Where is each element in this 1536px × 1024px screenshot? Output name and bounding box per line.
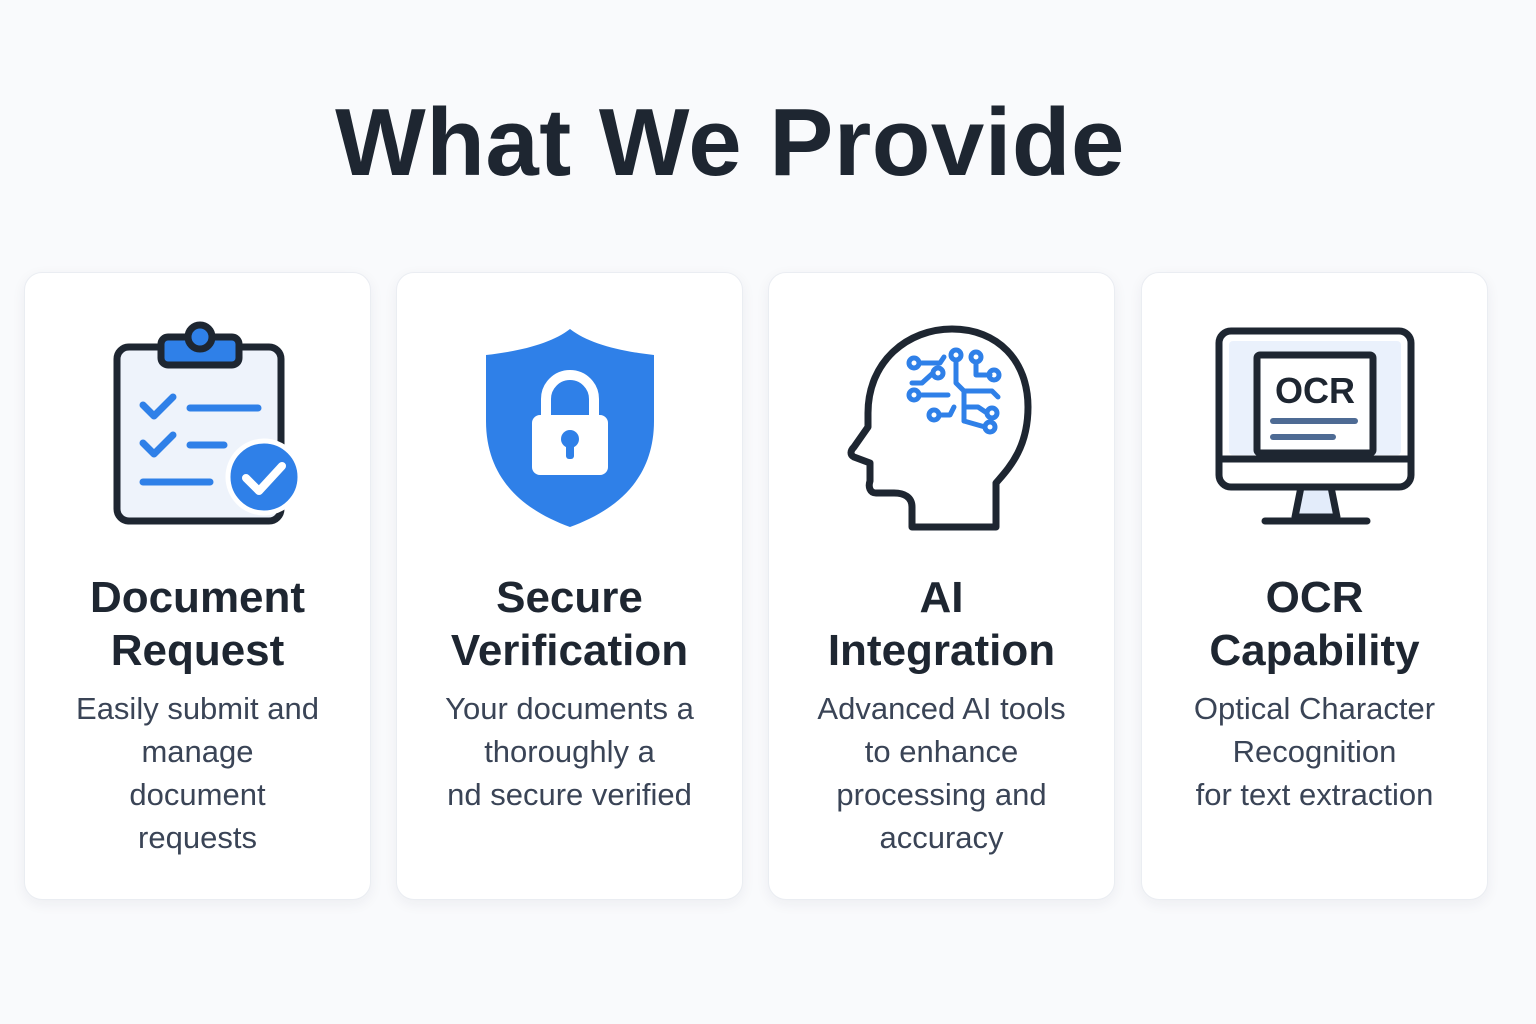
feature-card-ocr-capability[interactable]: OCR OCR Capability Optical Character Rec… (1141, 272, 1488, 900)
ocr-label-text: OCR (1275, 370, 1355, 411)
features-grid: Document Request Easily submit and manag… (24, 272, 1491, 902)
card-title: Document Request (89, 573, 306, 675)
card-title: OCR Capability (1209, 573, 1420, 675)
card-description: Easily submit and manage document reques… (76, 691, 319, 855)
feature-card-document-request[interactable]: Document Request Easily submit and manag… (24, 272, 371, 900)
card-description: Your documents a thoroughly a nd secure … (445, 691, 694, 812)
card-description: Advanced AI tools to enhance processing … (817, 691, 1066, 855)
card-description: Optical Character Recognition for text e… (1193, 691, 1436, 812)
monitor-ocr-icon: OCR (1215, 321, 1415, 533)
clipboard-checklist-icon (98, 321, 298, 533)
feature-card-ai-integration[interactable]: AI Integration Advanced AI tools to enha… (768, 272, 1115, 900)
shield-lock-icon (470, 321, 670, 533)
ai-head-circuit-icon (842, 321, 1042, 533)
page-title: What We Provide (335, 89, 1125, 196)
feature-card-secure-verification[interactable]: Secure Verification Your documents a tho… (396, 272, 743, 900)
card-title: AI Integration (827, 573, 1056, 675)
card-title: Secure Verification (450, 573, 689, 675)
